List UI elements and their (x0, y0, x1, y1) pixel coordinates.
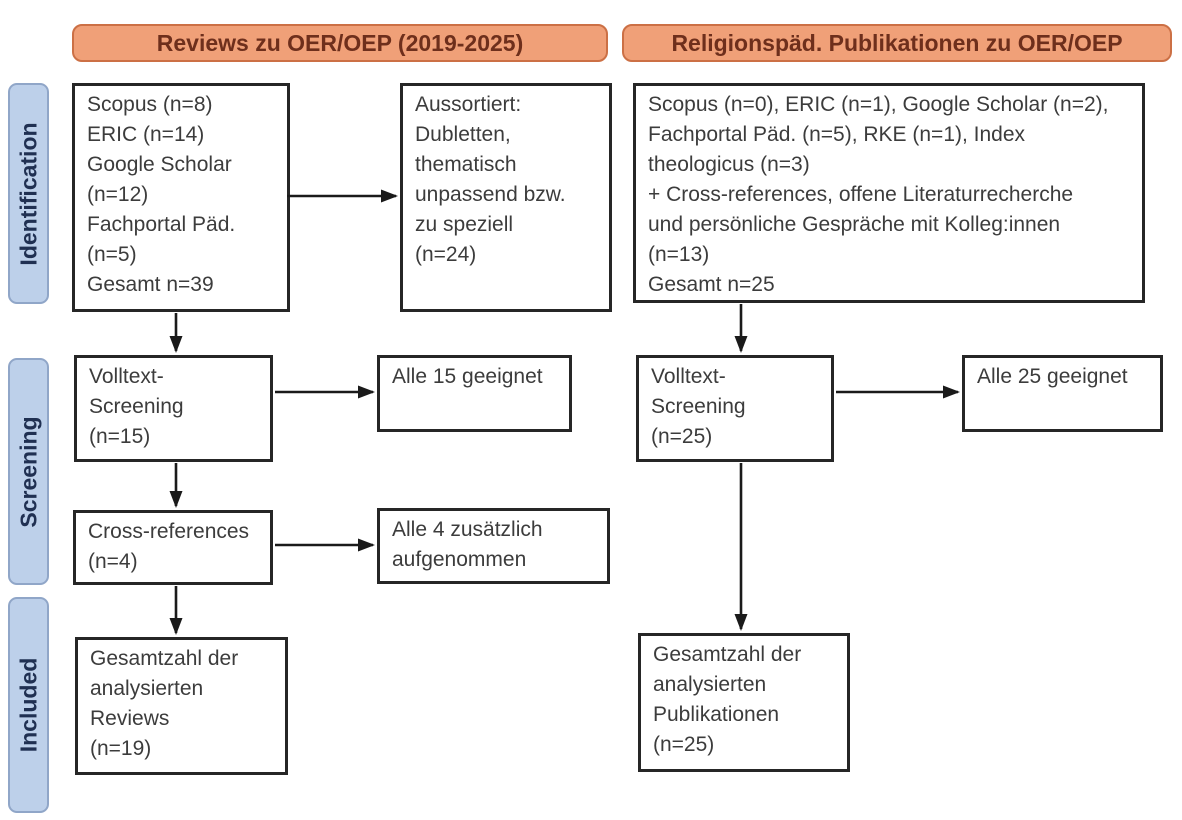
box-sources-reviews: Scopus (n=8) ERIC (n=14) Google Scholar … (72, 83, 290, 312)
stage-label-included: Included (8, 597, 49, 813)
stage-label-identification-text: Identification (15, 121, 41, 266)
box-fulltext-screening-religionspaed: Volltext- Screening (n=25) (636, 355, 834, 462)
stage-label-included-text: Included (15, 657, 41, 753)
box-excluded-reviews: Aussortiert: Dubletten, thematisch unpas… (400, 83, 612, 312)
box-result-crossref: Alle 4 zusätzlich aufgenommen (377, 508, 610, 584)
stage-label-identification: Identification (8, 83, 49, 304)
box-cross-references: Cross-references (n=4) (73, 510, 273, 585)
box-result-fulltext-reviews: Alle 15 geeignet (377, 355, 572, 432)
box-total-religionspaed: Gesamtzahl der analysierten Publikatione… (638, 633, 850, 772)
box-result-fulltext-religionspaed: Alle 25 geeignet (962, 355, 1163, 432)
box-total-reviews: Gesamtzahl der analysierten Reviews (n=1… (75, 637, 288, 775)
stage-label-screening-text: Screening (15, 415, 41, 528)
box-sources-religionspaed: Scopus (n=0), ERIC (n=1), Google Scholar… (633, 83, 1145, 303)
stage-label-screening: Screening (8, 358, 49, 585)
column-header-reviews: Reviews zu OER/OEP (2019-2025) (72, 24, 608, 62)
box-fulltext-screening-reviews: Volltext- Screening (n=15) (74, 355, 273, 462)
column-header-religionspaed: Religionspäd. Publikationen zu OER/OEP (622, 24, 1172, 62)
